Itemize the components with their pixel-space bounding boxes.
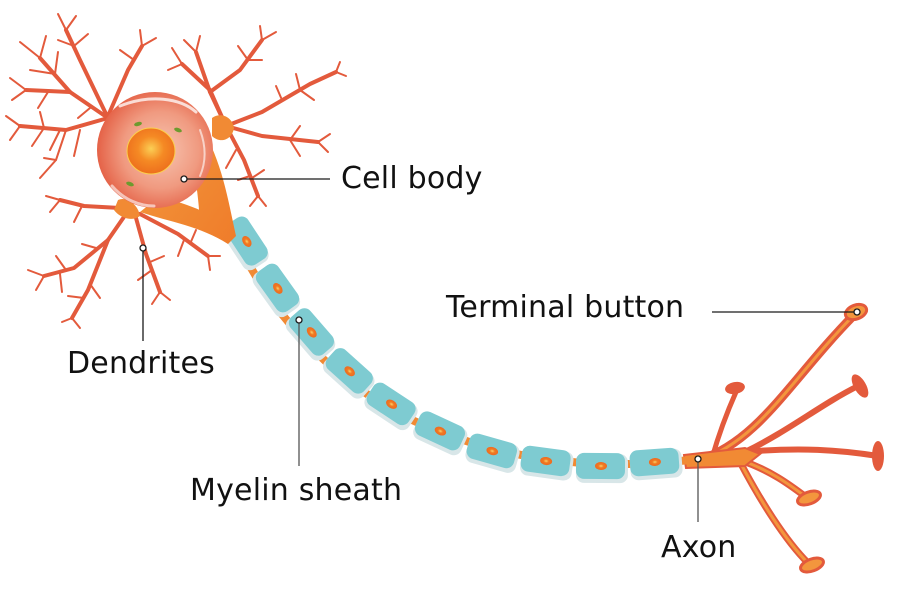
dendrite-twig <box>5 13 157 179</box>
cell-body-marker <box>180 175 188 183</box>
myelin-segment <box>252 263 301 318</box>
soma-highlight <box>110 184 156 208</box>
organelle <box>174 127 182 133</box>
cell-body <box>97 92 236 244</box>
dendrite-base <box>114 198 140 219</box>
schwann-nucleus <box>540 456 553 466</box>
myelin-sheath-label: Myelin sheath <box>190 473 403 508</box>
terminal-marker <box>853 308 861 316</box>
axon-hillock <box>140 110 236 244</box>
dendrite-branch <box>42 198 210 320</box>
schwann-nucleus <box>486 446 499 456</box>
terminal-button-label: Terminal button <box>446 290 685 325</box>
myelin-segment <box>629 447 683 481</box>
schwann-nucleus <box>242 235 252 247</box>
soma-highlight <box>118 97 198 114</box>
dendrites <box>5 13 347 329</box>
schwann-nucleus <box>434 426 447 436</box>
axon-marker <box>694 455 702 463</box>
myelin-segment <box>575 452 629 484</box>
terminal-button <box>725 302 884 574</box>
schwann-nucleus <box>306 327 317 338</box>
leader-lines <box>139 175 861 522</box>
myelin-marker <box>295 316 303 324</box>
nucleus <box>126 127 176 175</box>
schwann-nucleus <box>344 366 355 377</box>
schwann-nucleus <box>273 283 283 294</box>
schwann-nucleus <box>648 457 661 467</box>
dendrite-branch <box>180 38 338 198</box>
axon-label: Axon <box>661 530 737 565</box>
myelin-segment <box>413 411 468 456</box>
soma-highlight <box>199 129 206 177</box>
schwann-nucleus <box>386 399 398 409</box>
myelin-segment <box>520 445 574 481</box>
dendrites-marker <box>139 244 147 252</box>
dendrites-label: Dendrites <box>67 346 215 381</box>
myelin-segment <box>364 382 418 431</box>
dendrite-base <box>212 115 234 141</box>
terminal-branch <box>695 309 881 567</box>
schwann-nucleus <box>595 461 608 471</box>
myelin-segment <box>323 348 375 399</box>
dendrite-twig <box>167 25 347 207</box>
organelle <box>134 121 142 127</box>
dendrite-twig <box>27 195 221 329</box>
organelle <box>126 181 134 187</box>
myelin-segment <box>465 433 520 473</box>
cell-body-label: Cell body <box>341 161 483 196</box>
axon-trunk <box>682 446 762 470</box>
myelin-sheath <box>221 216 691 484</box>
axon-terminals <box>682 302 884 574</box>
